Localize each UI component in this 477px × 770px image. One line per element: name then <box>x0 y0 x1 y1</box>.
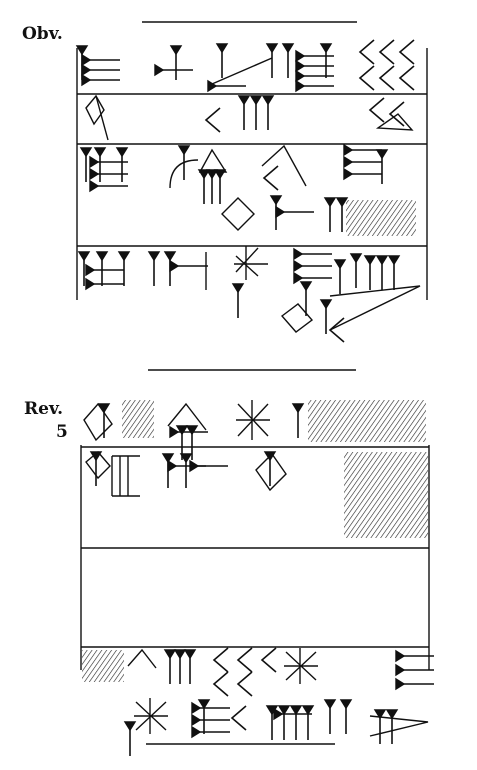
reverse-face <box>80 400 435 757</box>
reverse-line-4-signs <box>82 647 435 757</box>
reverse-damaged-area-3 <box>82 650 124 682</box>
reverse-damaged-area-2 <box>344 452 428 538</box>
obverse-line-3-signs <box>80 144 416 236</box>
obverse-line-2-signs <box>85 94 414 141</box>
reverse-line-1-signs <box>83 400 426 461</box>
reverse-damaged-area-1 <box>308 400 426 442</box>
reverse-label: Rev. <box>24 399 64 419</box>
obverse-damaged-area <box>346 200 416 236</box>
reverse-line-2-signs <box>85 451 428 538</box>
reverse-line-number: 5 <box>56 422 68 442</box>
obverse-label: Obv. <box>22 24 63 44</box>
obverse-face <box>76 21 428 371</box>
obverse-line-4-signs <box>78 246 421 343</box>
obverse-line-1-signs <box>76 39 415 92</box>
